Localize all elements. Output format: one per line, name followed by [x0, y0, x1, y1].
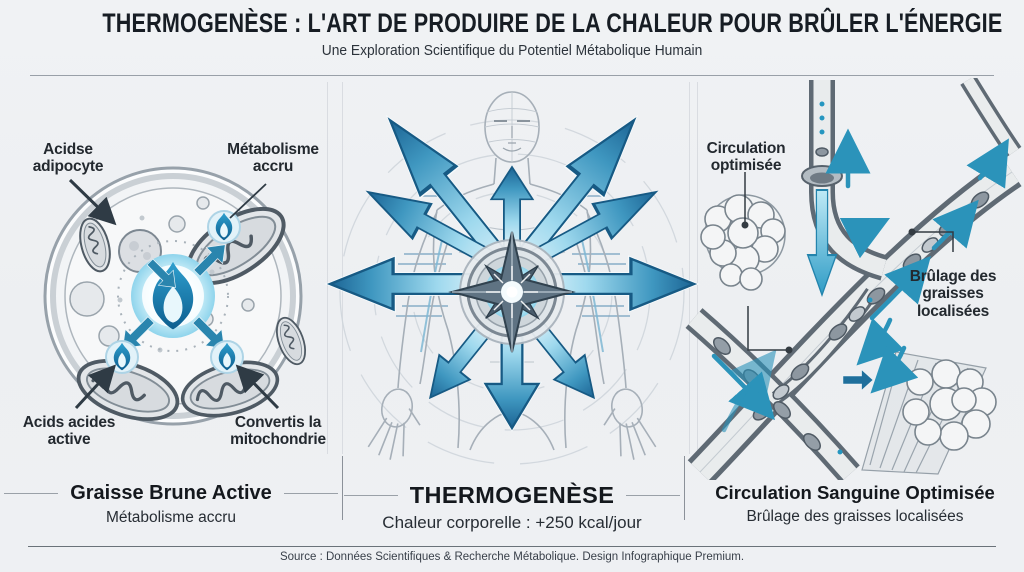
burn-arrow	[842, 369, 874, 391]
panel-divider	[327, 82, 328, 454]
circulation-illustration	[685, 78, 1022, 480]
caption-divider	[342, 456, 343, 520]
panel-divider	[342, 82, 343, 454]
caption-right: Circulation Sanguine Optimisée Brûlage d…	[695, 482, 1015, 526]
label-acides-active: Acids acides active	[22, 414, 116, 449]
hand	[603, 388, 657, 460]
valve	[801, 165, 843, 187]
caption-right-title: Circulation Sanguine Optimisée	[715, 482, 995, 503]
label-arrows	[68, 178, 280, 410]
page-title: THERMOGENÈSE : L'ART DE PRODUIRE DE LA C…	[102, 8, 1003, 38]
label-brulage-graisses: Brûlage des graisses localisées	[909, 268, 997, 320]
flow-arrows	[711, 128, 1009, 433]
source-note: Source : Données Scientifiques & Recherc…	[279, 551, 745, 563]
caption-dash	[343, 495, 398, 496]
caption-center-subtitle: Chaleur corporelle : +250 kcal/jour	[382, 513, 642, 532]
hand	[367, 388, 421, 460]
label-metabolisme-accru: Métabolisme accru	[227, 141, 319, 176]
caption-left-subtitle: Métabolisme accru	[105, 509, 237, 526]
caption-dash	[283, 493, 338, 494]
caption-center: THERMOGENÈSE Chaleur corporelle : +250 k…	[343, 482, 681, 533]
human-thermogenesis-illustration	[330, 91, 694, 465]
thermo-star-icon	[451, 231, 573, 353]
page-subtitle: Une Exploration Scientifique du Potentie…	[321, 42, 703, 59]
label-circulation-optimisee: Circulation optimisée	[706, 140, 786, 175]
dotted-ring	[117, 240, 229, 352]
illustration-canvas	[43, 78, 1022, 480]
header-divider	[30, 75, 994, 76]
caption-dash	[626, 495, 681, 496]
caption-center-title: THERMOGENÈSE	[409, 482, 615, 508]
footer-divider	[28, 546, 996, 547]
brown-fat-cell-illustration	[43, 166, 312, 433]
cell-speckles	[117, 215, 215, 353]
fat-lobule-cluster	[902, 359, 997, 451]
label-convertis-mitochondrie: Convertis la mitochondrie	[230, 414, 326, 449]
label-acide-adipocyte: Acidse adipocyte	[32, 141, 104, 176]
caption-right-subtitle: Brûlage des graisses localisées	[746, 508, 964, 525]
caption-left-title: Graisse Brune Active	[70, 482, 272, 504]
leader-lines	[741, 172, 954, 354]
panel-divider	[689, 82, 690, 454]
caption-dash	[4, 493, 59, 494]
tech-ticks	[396, 195, 630, 317]
fat-lobule-cluster	[700, 194, 786, 291]
caption-left: Graisse Brune Active Métabolisme accru	[4, 482, 338, 527]
caption-divider	[684, 456, 685, 520]
panel-divider	[697, 82, 698, 454]
flow-dots	[819, 101, 873, 455]
